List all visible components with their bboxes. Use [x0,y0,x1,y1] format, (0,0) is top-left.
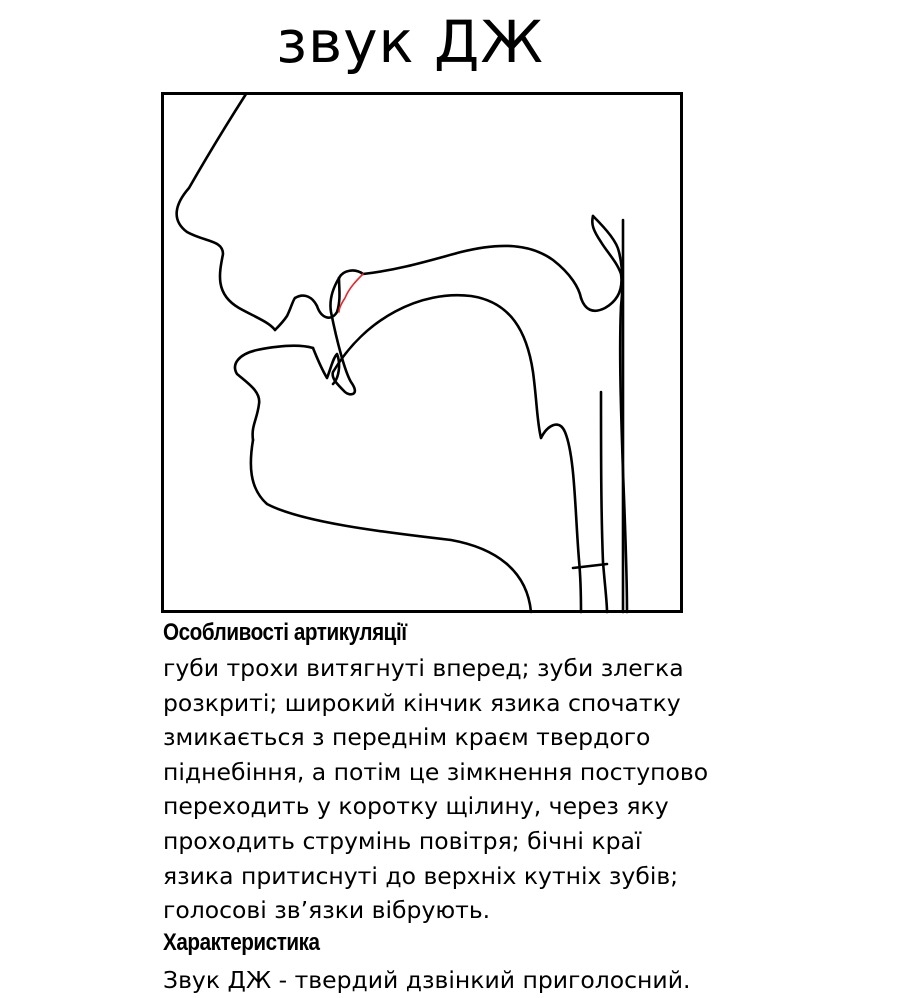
articulation-diagram [161,92,683,614]
upper-lip [273,296,297,332]
pharynx-wall [591,214,629,614]
hard-palate [337,244,583,300]
articulation-line: піднебіння, а потім це зімкнення поступо… [163,757,709,786]
characteristic-description: Звук ДЖ - твердий дзвінкий приголосний. [163,966,691,994]
soft-palate [579,214,623,312]
page-title: звук ДЖ [276,8,544,76]
articulation-line: губи трохи витягнуті вперед; зуби злегка [163,654,684,682]
articulation-line: змикається з переднім краєм твердого [163,723,651,752]
articulation-line: проходить струмінь повітря; бічні краї [163,826,642,855]
articulation-line: переходить у коротку щілину, через яку [163,792,669,821]
articulation-line: голосові зв’язки вібрують. [163,896,491,925]
lower-teeth [311,346,341,386]
trachea [599,390,609,614]
articulation-diagram-svg [175,92,629,614]
articulation-line: язика притиснуті до верхніх кутніх зубів… [163,861,679,890]
tongue-palate-contact [338,273,364,313]
vocal-folds [571,562,609,570]
upper-teeth [293,276,341,319]
jaw [249,438,533,614]
tongue [329,276,583,614]
articulation-description: губи трохи витягнуті вперед; зуби злегка… [163,651,763,928]
characteristic-heading: Характеристика [163,929,320,956]
nose-profile [175,92,277,332]
lower-lip [233,344,315,442]
articulation-line: розкриті; широкий кінчик язика спочатку [163,688,681,717]
articulation-heading: Особливості артикуляції [163,619,407,646]
